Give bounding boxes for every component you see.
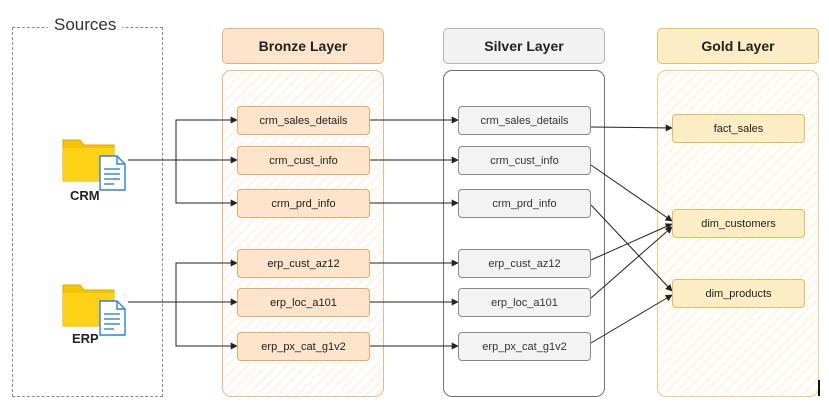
silver-gold-connector-loc-a101 bbox=[590, 226, 673, 299]
silver-table-node: crm_prd_info bbox=[458, 189, 591, 218]
bronze-table-node: erp_loc_a101 bbox=[237, 288, 370, 317]
bronze-table-node: erp_px_cat_g1v2 bbox=[237, 332, 370, 361]
silver-gold-connector-cust-info bbox=[590, 164, 673, 222]
crm-branch-connector bbox=[175, 119, 238, 207]
bronze-table-node: erp_cust_az12 bbox=[237, 249, 370, 278]
gold-table-node: dim_customers bbox=[672, 209, 805, 238]
crm-folder-document-icon bbox=[62, 134, 128, 192]
crm-label: CRM bbox=[70, 188, 100, 203]
erp-branch-connector bbox=[175, 262, 238, 350]
bronze-table-node: crm_sales_details bbox=[237, 106, 370, 135]
silver-table-node: erp_loc_a101 bbox=[458, 288, 591, 317]
sources-title: Sources bbox=[48, 15, 123, 35]
bronze-table-node: crm_cust_info bbox=[237, 146, 370, 175]
gold-table-node: dim_products bbox=[672, 279, 805, 308]
silver-gold-connector-cust-az12 bbox=[590, 223, 673, 261]
bronze-table-node: crm_prd_info bbox=[237, 189, 370, 218]
silver-layer-header: Silver Layer bbox=[443, 28, 605, 64]
erp-label: ERP bbox=[72, 331, 99, 346]
silver-table-node: crm_sales_details bbox=[458, 106, 591, 135]
silver-gold-connector-sales bbox=[590, 124, 673, 132]
erp-folder-document-icon bbox=[62, 279, 128, 337]
silver-gold-connector-px-cat bbox=[590, 294, 673, 344]
gold-layer-header: Gold Layer bbox=[657, 28, 819, 64]
gold-table-node: fact_sales bbox=[672, 114, 805, 143]
silver-table-node: erp_px_cat_g1v2 bbox=[458, 332, 591, 361]
silver-gold-connector-prd-info bbox=[590, 204, 673, 292]
silver-table-node: crm_cust_info bbox=[458, 146, 591, 175]
text-cursor bbox=[818, 380, 820, 396]
silver-table-node: erp_cust_az12 bbox=[458, 249, 591, 278]
bronze-layer-header: Bronze Layer bbox=[222, 28, 384, 64]
